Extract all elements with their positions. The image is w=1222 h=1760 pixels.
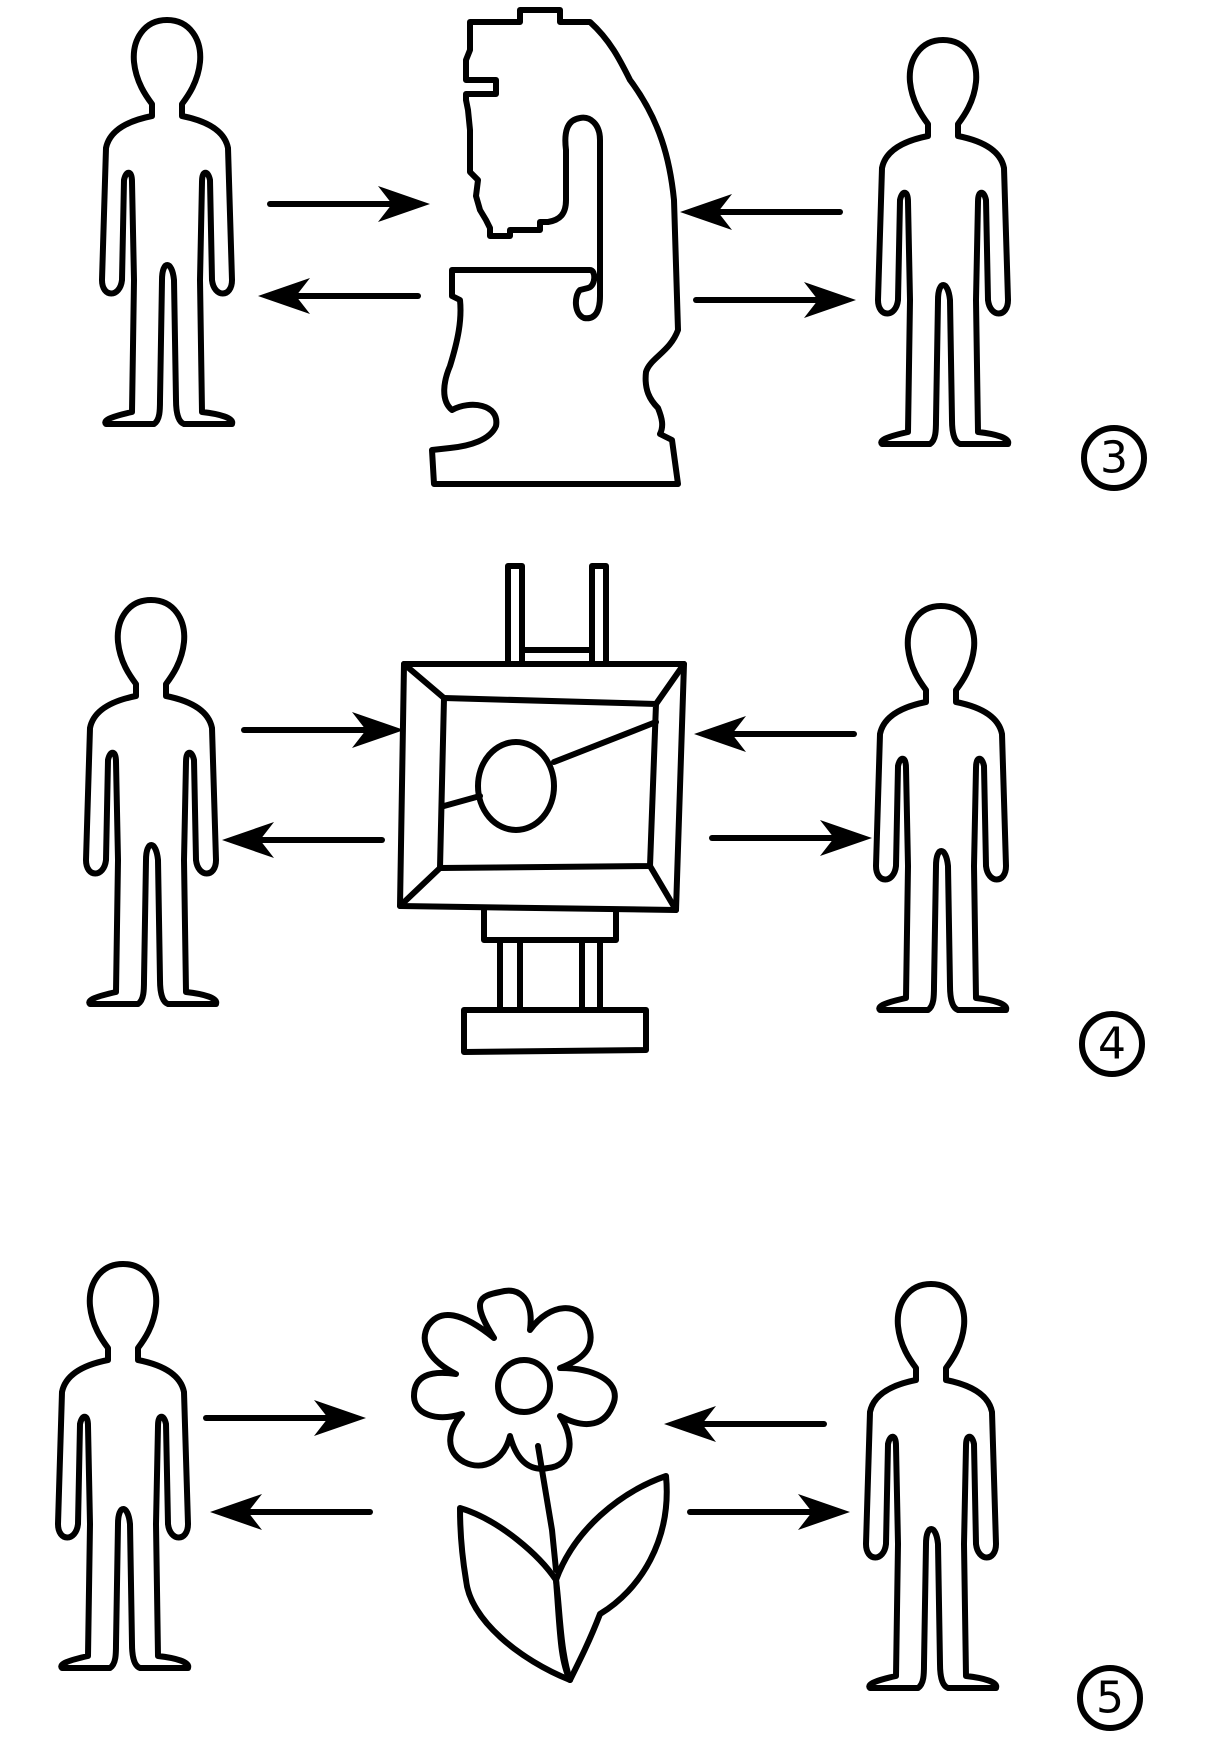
panel-number-3-text: 3 — [1100, 433, 1128, 484]
person-right — [866, 1284, 996, 1688]
arrow-object-to-left — [258, 278, 418, 314]
person-left — [102, 20, 232, 424]
arrow-right-to-object — [680, 194, 840, 230]
panel-4: 4 — [86, 563, 1145, 1077]
arrow-object-to-left — [210, 1494, 370, 1530]
person-right — [878, 40, 1008, 444]
person-left — [86, 600, 216, 1004]
arrow-left-to-object — [244, 712, 404, 748]
arrow-object-to-left — [222, 822, 382, 858]
panel-number-5-text: 5 — [1096, 1673, 1124, 1724]
panel-number-3: 3 — [1081, 425, 1147, 491]
arrow-left-to-object — [270, 186, 430, 222]
arrow-right-to-object — [664, 1406, 824, 1442]
person-left — [58, 1264, 188, 1668]
arrow-right-to-object — [694, 716, 854, 752]
panel-number-4-text: 4 — [1098, 1019, 1126, 1070]
framed-picture-icon — [397, 563, 687, 1055]
panel-5: 5 — [58, 1264, 1143, 1731]
panel-number-5: 5 — [1077, 1665, 1143, 1731]
panel-number-4: 4 — [1079, 1011, 1145, 1077]
person-right — [876, 606, 1006, 1010]
arrow-object-to-right — [696, 282, 856, 318]
panel-3: 3 — [102, 7, 1147, 491]
arrow-object-to-right — [712, 820, 872, 856]
machine-icon — [429, 7, 681, 487]
flower-icon — [411, 1287, 670, 1683]
arrow-left-to-object — [206, 1400, 366, 1436]
arrow-object-to-right — [690, 1494, 850, 1530]
